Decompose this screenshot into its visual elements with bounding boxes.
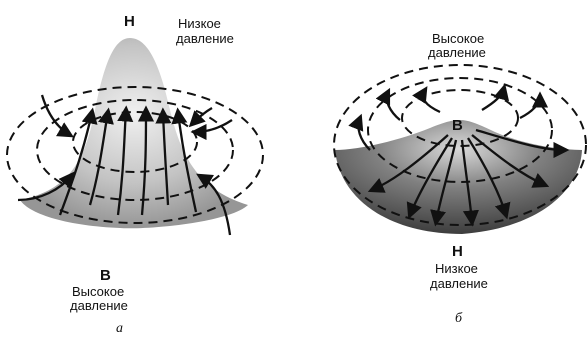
diagram-a-high-text-1: Высокое bbox=[72, 285, 124, 298]
diagram-b-arrow-10 bbox=[482, 88, 504, 110]
diagram-b-low-text-2: давление bbox=[430, 277, 488, 290]
diagram-a-caption: а bbox=[116, 322, 123, 336]
diagram-b-bowl bbox=[335, 120, 582, 234]
diagram-a-high-letter: В bbox=[100, 268, 111, 283]
diagram-b-arrow-11 bbox=[520, 96, 540, 118]
diagram-b-center-letter: В bbox=[452, 118, 463, 133]
diagram-a-low-letter: Н bbox=[124, 14, 135, 29]
diagram-a bbox=[7, 38, 263, 235]
diagram-a-arrow-11 bbox=[192, 108, 212, 124]
diagram-b-low-text-1: Низкое bbox=[435, 262, 478, 275]
diagram-a-arrow-10 bbox=[195, 120, 232, 132]
diagram-a-high-text-2: давление bbox=[70, 299, 128, 312]
diagram-a-low-text-2: давление bbox=[176, 32, 234, 45]
diagram-b bbox=[334, 65, 586, 234]
diagram-b-caption: б bbox=[455, 312, 462, 326]
diagram-b-high-text-1: Высокое bbox=[432, 32, 484, 45]
diagram-b-high-text-2: давление bbox=[428, 46, 486, 59]
diagram-b-arrow-8 bbox=[423, 90, 440, 112]
diagram-a-low-text-1: Низкое bbox=[178, 17, 221, 30]
diagram-b-low-letter: Н bbox=[452, 244, 463, 259]
